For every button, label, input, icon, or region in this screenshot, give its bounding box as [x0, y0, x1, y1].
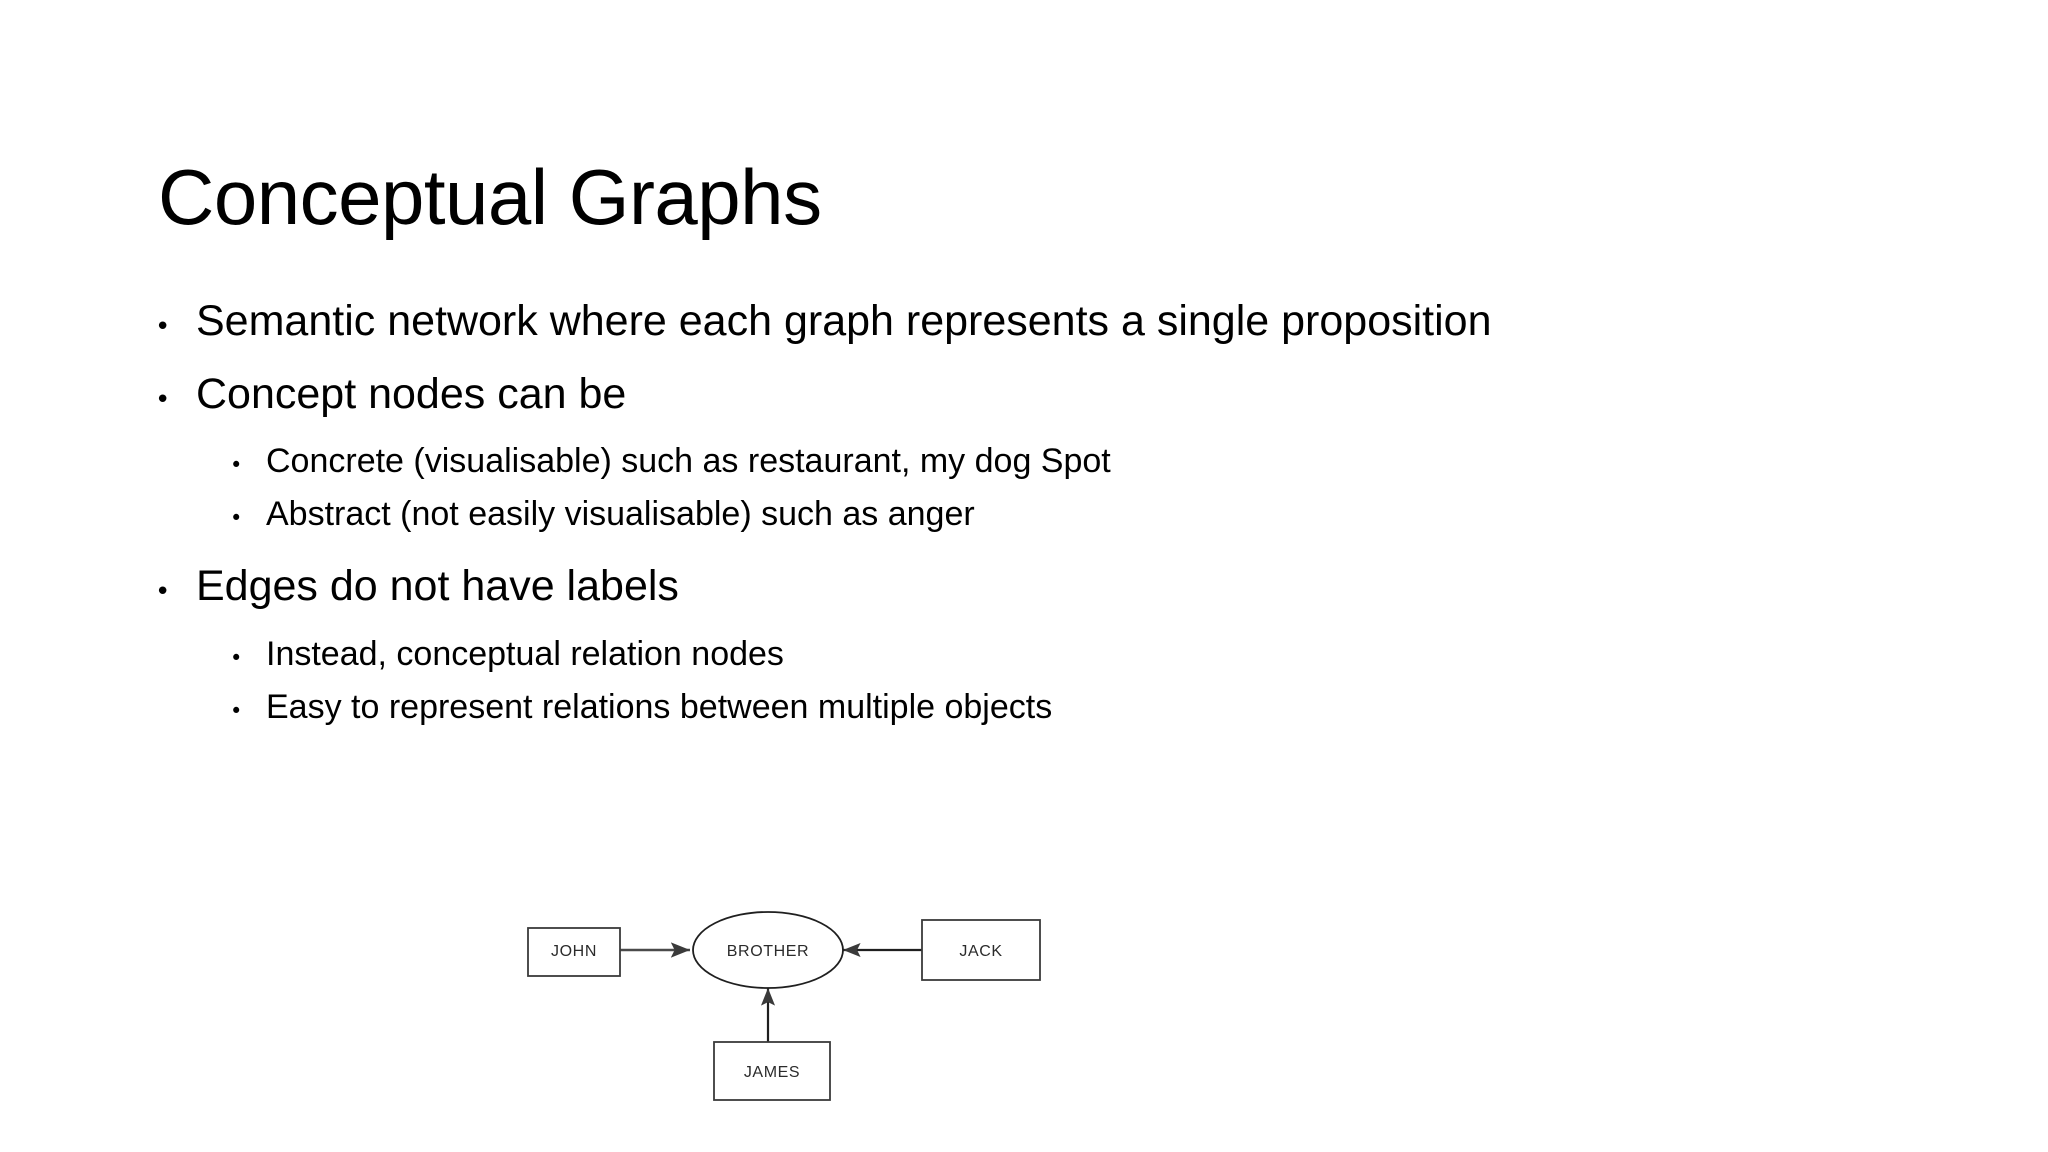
- conceptual-graph-figure: JOHN BROTHER JACK JAMES: [510, 890, 1090, 1130]
- sub-list-item-label: Abstract (not easily visualisable) such …: [266, 495, 975, 534]
- bullet-marker-icon: •: [230, 645, 243, 670]
- list-item-label: Edges do not have labels: [196, 562, 679, 611]
- concept-node-james: JAMES: [713, 1041, 831, 1101]
- bullet-marker-icon: •: [155, 312, 171, 342]
- sub-list-item-label: Easy to represent relations between mult…: [266, 687, 1053, 726]
- list-item: • Semantic network where each graph repr…: [0, 296, 2048, 347]
- list-item: • Edges do not have labels: [0, 561, 2048, 612]
- sub-list-item: • Instead, conceptual relation nodes: [0, 634, 2048, 675]
- node-shape-rectangle: [713, 1041, 831, 1101]
- bullet-marker-icon: •: [230, 453, 243, 478]
- bullet-marker-icon: •: [230, 698, 243, 723]
- node-shape-rectangle: [527, 927, 621, 977]
- node-label: JAMES: [744, 1064, 800, 1081]
- sub-list-item: • Concrete (visualisable) such as restau…: [0, 441, 2048, 482]
- node-label: BROTHER: [727, 943, 809, 960]
- bullet-marker-icon: •: [230, 506, 243, 531]
- node-label: JACK: [959, 943, 1002, 960]
- list-item: • Concept nodes can be: [0, 369, 2048, 420]
- list-item-label: Concept nodes can be: [196, 369, 627, 418]
- node-shape-ellipse: [692, 911, 844, 989]
- list-item-label: Semantic network where each graph repres…: [196, 297, 1492, 345]
- concept-node-john: JOHN: [527, 927, 621, 977]
- page-title: Conceptual Graphs: [158, 153, 822, 242]
- bullet-marker-icon: •: [155, 577, 171, 608]
- node-label: JOHN: [551, 943, 597, 960]
- relation-node-brother: BROTHER: [692, 911, 844, 989]
- sub-list-item-label: Instead, conceptual relation nodes: [266, 634, 784, 673]
- bullet-list: • Semantic network where each graph repr…: [0, 296, 2048, 739]
- sub-list-item: • Abstract (not easily visualisable) suc…: [0, 494, 2048, 535]
- sub-list-item-label: Concrete (visualisable) such as restaura…: [266, 442, 1111, 481]
- node-shape-rectangle: [921, 919, 1041, 981]
- sub-list-item: • Easy to represent relations between mu…: [0, 687, 2048, 728]
- concept-node-jack: JACK: [921, 919, 1041, 981]
- bullet-marker-icon: •: [155, 384, 171, 415]
